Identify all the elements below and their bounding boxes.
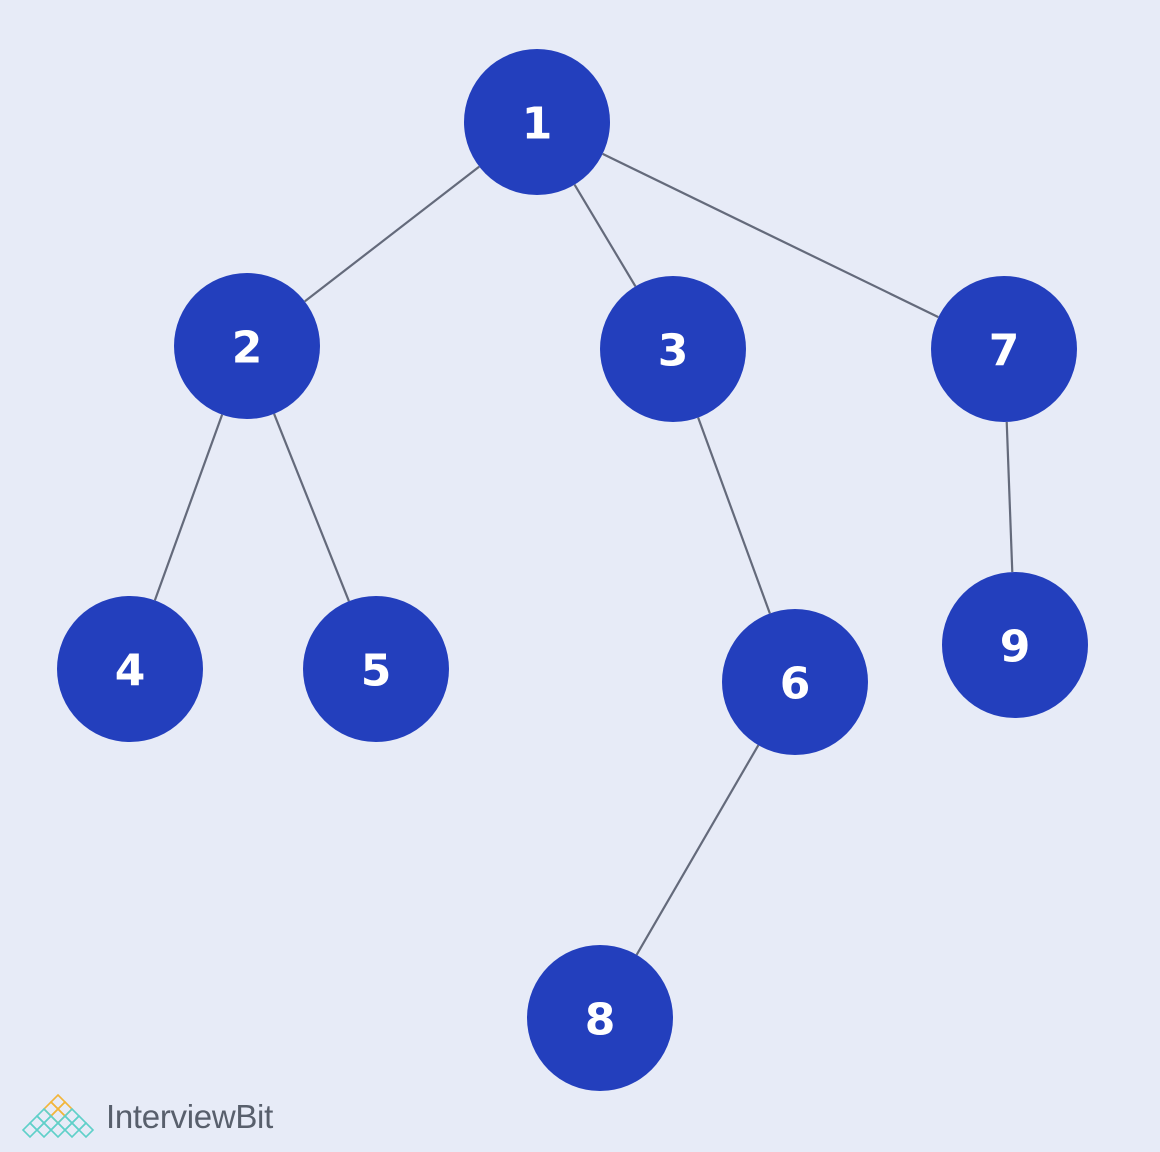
tree-node-6: 6: [722, 609, 868, 755]
node-label: 8: [585, 995, 616, 1046]
node-circle: [464, 49, 610, 195]
node-label: 6: [780, 659, 811, 710]
logo-diamond: [49, 1107, 67, 1125]
edge-3-6: [697, 417, 771, 614]
logo-diamond: [63, 1121, 81, 1139]
edge-6-8: [635, 744, 760, 956]
edge-7-9: [1005, 421, 1014, 573]
node-circle: [600, 276, 746, 422]
tree-node-8: 8: [527, 945, 673, 1091]
node-circle: [942, 572, 1088, 718]
tree-nodes: 1 2 3 7 4 5 6 9 8: [57, 49, 1088, 1091]
interviewbit-logo-icon: [21, 1093, 95, 1139]
node-circle: [303, 596, 449, 742]
tree-node-4: 4: [57, 596, 203, 742]
logo-diamond: [56, 1100, 74, 1118]
tree-node-7: 7: [931, 276, 1077, 422]
tree-edges: [153, 152, 1014, 956]
logo-diamond: [42, 1114, 60, 1132]
logo-diamond: [70, 1114, 88, 1132]
edge-1-7: [602, 152, 939, 319]
node-circle: [527, 945, 673, 1091]
node-label: 4: [115, 646, 146, 697]
node-label: 9: [1000, 622, 1031, 673]
node-label: 2: [232, 323, 263, 374]
edge-2-4: [153, 414, 224, 601]
tree-node-2: 2: [174, 273, 320, 419]
node-label: 1: [522, 99, 553, 150]
tree-node-1: 1: [464, 49, 610, 195]
logo-diamond: [35, 1121, 53, 1139]
tree-node-3: 3: [600, 276, 746, 422]
node-circle: [931, 276, 1077, 422]
brand-logo: InterviewBit: [16, 1092, 273, 1142]
logo-diamond: [77, 1121, 95, 1139]
logo-diamond: [49, 1093, 67, 1111]
logo-diamond: [63, 1107, 81, 1125]
logo-diamond: [35, 1107, 53, 1125]
logo-diamond: [28, 1114, 46, 1132]
node-label: 5: [361, 646, 392, 697]
logo-diamond: [21, 1121, 39, 1139]
logo-diamond: [49, 1121, 67, 1139]
node-circle: [57, 596, 203, 742]
edge-1-2: [304, 165, 480, 303]
brand-name: InterviewBit: [106, 1098, 273, 1135]
node-label: 3: [658, 326, 689, 377]
tree-node-9: 9: [942, 572, 1088, 718]
logo-diamond: [42, 1100, 60, 1118]
node-circle: [722, 609, 868, 755]
node-label: 7: [989, 326, 1020, 377]
edge-1-3: [573, 184, 637, 287]
logo-diamond: [56, 1114, 74, 1132]
node-circle: [174, 273, 320, 419]
tree-node-5: 5: [303, 596, 449, 742]
edge-2-5: [273, 413, 350, 602]
